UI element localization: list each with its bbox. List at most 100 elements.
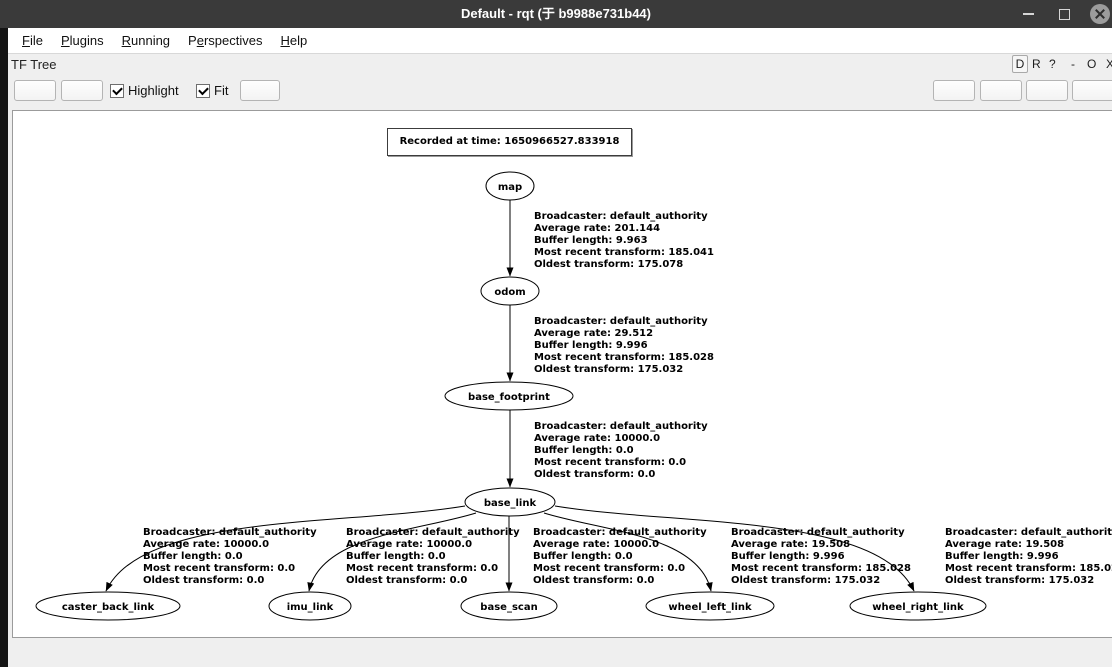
svg-text:caster_back_link: caster_back_link (62, 602, 155, 613)
checkmark-icon (198, 84, 209, 96)
toolbar-button-2[interactable] (61, 80, 103, 101)
edge-stat-line: Oldest transform: 175.032 (534, 364, 684, 375)
svg-text:wheel_right_link: wheel_right_link (872, 602, 964, 613)
edge-stat-line: Average rate: 201.144 (534, 223, 661, 234)
edge-stat-line: Average rate: 10000.0 (346, 539, 473, 550)
edge-stat-line: Broadcaster: default_authority (534, 316, 708, 327)
window-title: Default - rqt (于 b9988e731b44) (460, 6, 651, 21)
fit-checkbox[interactable] (196, 84, 210, 98)
window-left-edge (0, 28, 8, 667)
maximize-button[interactable] (1054, 4, 1074, 24)
edge-stat-line: Buffer length: 9.996 (731, 551, 845, 562)
tf-node-caster_back_link: caster_back_link (35, 591, 181, 621)
svg-text:imu_link: imu_link (287, 602, 334, 613)
edge-stat-line: Broadcaster: default_authority (534, 421, 708, 432)
edge-stat-line: Average rate: 10000.0 (143, 539, 270, 550)
tf-edge-base_link-caster_back_link (105, 505, 466, 592)
edge-stat-line: Oldest transform: 175.078 (534, 259, 684, 270)
edge-stat-line: Broadcaster: default_authority (143, 527, 317, 538)
edge-stat-line: Buffer length: 9.996 (945, 551, 1059, 562)
recorded-time-box: Recorded at time: 1650966527.833918 (387, 128, 632, 156)
edge-stat-line: Most recent transform: 185.028 (534, 352, 714, 363)
plugin-title: TF Tree (11, 57, 57, 72)
dock-restore-button[interactable]: O (1087, 57, 1097, 71)
edge-stat-line: Oldest transform: 0.0 (143, 575, 265, 586)
dock-help-button[interactable]: ? (1049, 57, 1056, 71)
tf-tree-canvas[interactable]: map odom base_footprint base_link caster… (12, 110, 1112, 638)
edge-stat-line: Oldest transform: 175.032 (945, 575, 1095, 586)
minimize-icon (1022, 13, 1034, 15)
edge-stat-line: Most recent transform: 0.0 (346, 563, 499, 574)
edge-stat-line: Broadcaster: default_authority (534, 211, 708, 222)
edge-stat-line: Average rate: 19.508 (945, 539, 1065, 550)
tf-node-base_footprint: base_footprint (444, 381, 574, 411)
edge-stat-line: Most recent transform: 185.041 (534, 247, 714, 258)
highlight-label: Highlight (128, 83, 179, 98)
svg-text:base_scan: base_scan (480, 602, 537, 613)
edge-stat-line: Average rate: 29.512 (534, 328, 654, 339)
menu-plugins[interactable]: Plugins (60, 33, 104, 48)
edge-stat-line: Broadcaster: default_authority (346, 527, 520, 538)
svg-text:base_link: base_link (484, 498, 537, 509)
edge-stat-line: Most recent transform: 0.0 (534, 457, 687, 468)
tf-node-wheel_left_link: wheel_left_link (645, 591, 775, 621)
tf-node-map: map (485, 171, 535, 201)
edge-stat-line: Most recent transform: 185.028 (945, 563, 1112, 574)
edge-stat-line: Oldest transform: 175.032 (731, 575, 881, 586)
highlight-checkbox[interactable] (110, 84, 124, 98)
toolbar-button-7[interactable] (1072, 80, 1112, 101)
edge-stat-line: Buffer length: 0.0 (533, 551, 633, 562)
edge-stat-line: Average rate: 19.508 (731, 539, 851, 550)
edge-stat-line: Buffer length: 9.963 (534, 235, 648, 246)
tf-edge-base_link-imu_link (307, 512, 477, 592)
close-button[interactable] (1090, 4, 1110, 24)
fit-label: Fit (214, 83, 229, 98)
menu-file[interactable]: File (22, 33, 43, 48)
toolbar-button-6[interactable] (1026, 80, 1068, 101)
edge-stat-line: Average rate: 10000.0 (534, 433, 661, 444)
tf-node-base_scan: base_scan (460, 591, 558, 621)
edge-stat-line: Buffer length: 9.996 (534, 340, 648, 351)
menu-bar: File Plugins Running Perspectives Help (8, 28, 1112, 54)
window-titlebar[interactable]: Default - rqt (于 b9988e731b44) (0, 0, 1112, 28)
edge-stat-line: Average rate: 10000.0 (533, 539, 660, 550)
toolbar-button-5[interactable] (980, 80, 1022, 101)
maximize-icon (1058, 8, 1070, 20)
svg-text:base_footprint: base_footprint (468, 392, 550, 403)
edge-stat-line: Oldest transform: 0.0 (533, 575, 655, 586)
edge-stat-line: Most recent transform: 185.028 (731, 563, 911, 574)
minimize-button[interactable] (1018, 4, 1038, 24)
dock-button-d[interactable]: D (1012, 55, 1028, 73)
edge-stat-line: Oldest transform: 0.0 (346, 575, 468, 586)
tf-node-imu_link: imu_link (268, 591, 352, 621)
menu-running[interactable]: Running (121, 33, 171, 48)
edge-stat-line: Buffer length: 0.0 (534, 445, 634, 456)
menu-help[interactable]: Help (280, 33, 308, 48)
dock-button-r[interactable]: R (1032, 57, 1041, 71)
edge-stat-line: Broadcaster: default_authority (945, 527, 1112, 538)
toolbar-button-1[interactable] (14, 80, 56, 101)
svg-text:wheel_left_link: wheel_left_link (668, 602, 752, 613)
menu-perspectives[interactable]: Perspectives (188, 33, 263, 48)
edge-stat-line: Most recent transform: 0.0 (533, 563, 686, 574)
dock-close-button[interactable]: X (1106, 57, 1112, 71)
edge-stat-line: Broadcaster: default_authority (533, 527, 707, 538)
dock-minimize-button[interactable]: - (1071, 57, 1075, 71)
window-controls (1018, 0, 1110, 28)
edge-stat-line: Buffer length: 0.0 (346, 551, 446, 562)
edge-stat-line: Broadcaster: default_authority (731, 527, 905, 538)
tf-node-base_link: base_link (464, 487, 556, 517)
edge-stat-line: Most recent transform: 0.0 (143, 563, 296, 574)
tf-tree-graph: map odom base_footprint base_link caster… (35, 171, 987, 621)
dock-header: TF Tree D R ? - O X (8, 54, 1112, 78)
toolbar-button-3[interactable] (240, 80, 280, 101)
toolbar-button-4[interactable] (933, 80, 975, 101)
